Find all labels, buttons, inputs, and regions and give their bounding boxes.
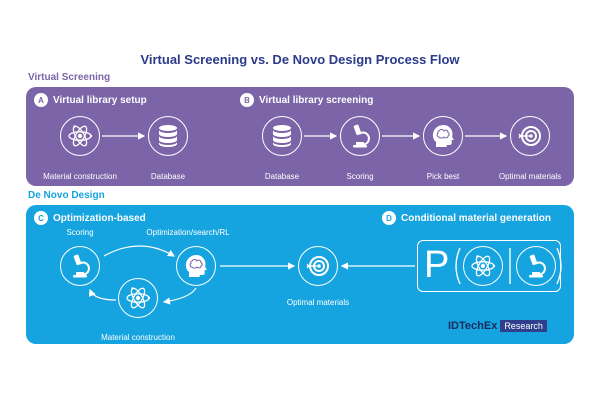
microscope-icon [340,116,380,156]
target-icon [298,246,338,286]
page-title: Virtual Screening vs. De Novo Design Pro… [140,52,460,67]
de-novo-design-label: De Novo Design [28,190,105,201]
node-label: Database [150,172,186,181]
node-label: Optimal materials [286,298,350,307]
step-a-badge: A [34,93,48,107]
node-label: Optimization/search/RL [146,228,230,237]
step-d-badge: D [382,211,396,225]
atom-icon [463,246,503,286]
step-b-title: Virtual library screening [259,94,374,106]
atom-icon [60,116,100,156]
node-label: Pick best [426,172,460,181]
microscope-icon [516,246,556,286]
database-icon [148,116,188,156]
step-c-badge: C [34,211,48,225]
step-a-title: Virtual library setup [53,94,147,106]
node-label: Material construction [101,333,175,342]
node-label: Material construction [43,172,117,181]
virtual-screening-label: Virtual Screening [28,72,111,83]
target-icon [510,116,550,156]
head-brain-icon [423,116,463,156]
microscope-icon [60,246,100,286]
step-c-header: C Optimization-based [34,211,146,225]
step-d-title: Conditional material generation [401,212,552,224]
probability-letter: P [424,244,450,286]
node-label: Scoring [346,172,374,181]
logo-brand: IDTechEx [448,320,498,332]
step-a-header: A Virtual library setup [34,93,147,107]
node-label: Database [264,172,300,181]
node-label: Scoring [66,228,94,237]
step-b-header: B Virtual library screening [240,93,373,107]
idtechex-logo: IDTechEx Research [448,320,547,332]
atom-icon [118,278,158,318]
step-c-title: Optimization-based [53,212,146,224]
node-label: Optimal materials [498,172,562,181]
step-d-header: D Conditional material generation [382,211,551,225]
database-icon [262,116,302,156]
step-b-badge: B [240,93,254,107]
logo-sub: Research [500,320,547,332]
head-brain-icon [176,246,216,286]
